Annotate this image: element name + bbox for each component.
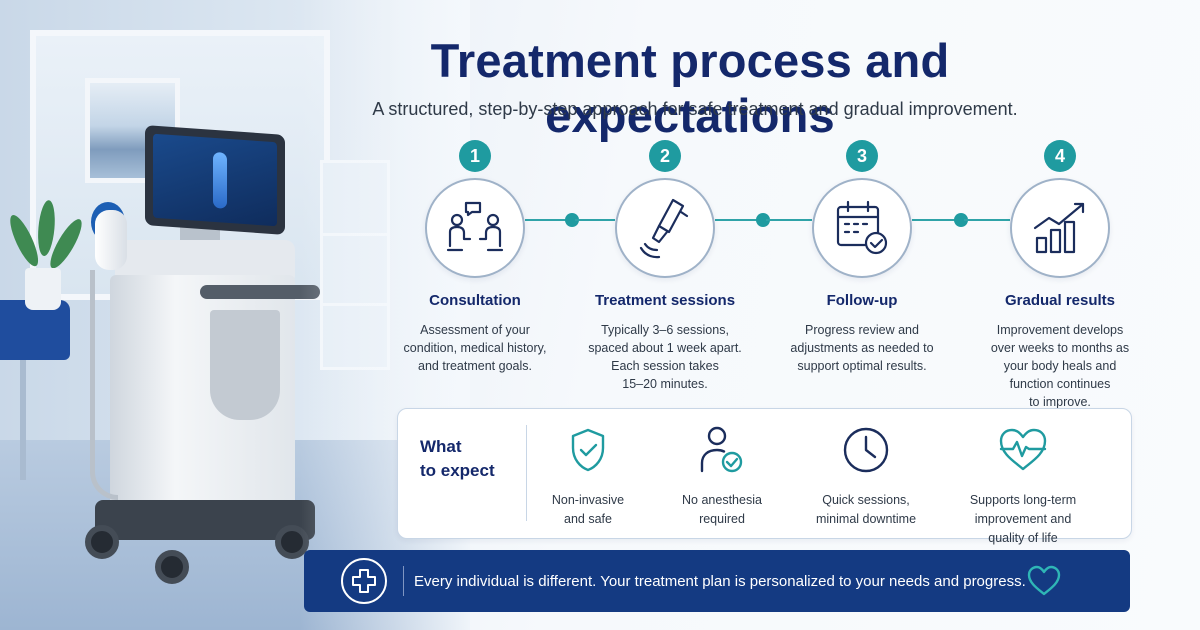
- treatment-probe: [95, 210, 127, 270]
- step-connector: [715, 219, 765, 221]
- expect-title: What to expect: [420, 437, 495, 480]
- clinic-background-image: [0, 0, 470, 630]
- device-screen: [145, 125, 285, 235]
- step-number-badge: 4: [1044, 140, 1076, 172]
- growth-chart-icon: [1010, 178, 1110, 278]
- connector-dot: [756, 213, 770, 227]
- clock-icon: [796, 423, 936, 477]
- personalized-plan-banner: Every individual is different. Your trea…: [304, 550, 1130, 612]
- divider: [526, 425, 527, 521]
- device-wheel: [85, 525, 119, 559]
- expect-label: Quick sessions, minimal downtime: [815, 493, 917, 526]
- expect-label: Supports long-term improvement and quali…: [969, 493, 1077, 545]
- expect-item: Supports long-term improvement and quali…: [953, 423, 1093, 548]
- page-title: Treatment process and expectations: [430, 34, 950, 142]
- step-title: Treatment sessions: [594, 292, 736, 309]
- step-description: Progress review and adjustments as neede…: [790, 323, 934, 373]
- step-consultation: 1 Consultation Assessment of your condit…: [385, 140, 565, 375]
- expect-label: Non-invasive and safe: [551, 493, 625, 526]
- divider: [403, 566, 404, 596]
- shield-check-icon: [518, 423, 658, 477]
- step-connector: [525, 219, 575, 221]
- calendar-check-icon: [812, 178, 912, 278]
- expect-label: No anesthesia required: [682, 493, 762, 526]
- step-title: Gradual results: [1004, 292, 1116, 309]
- step-follow-up: 3 Follow-up Progress review and adjustme…: [772, 140, 952, 375]
- banner-text: Every individual is different. Your trea…: [414, 572, 1026, 590]
- person-check-icon: [652, 423, 792, 477]
- connector-dot: [954, 213, 968, 227]
- step-connector: [912, 219, 962, 221]
- device-handle: [200, 285, 320, 299]
- shockwave-therapy-device: [85, 125, 325, 590]
- process-steps: 1 Consultation Assessment of your condit…: [400, 140, 1160, 410]
- heart-outline-icon: [1026, 565, 1062, 602]
- step-description: Assessment of your condition, medical hi…: [403, 323, 547, 373]
- page-subtitle: A structured, step-by-step approach for …: [372, 99, 1018, 119]
- step-gradual-results: 4 Gradual results Improvement develops o…: [970, 140, 1150, 411]
- step-number-badge: 1: [459, 140, 491, 172]
- step-number-badge: 2: [649, 140, 681, 172]
- expect-item: Quick sessions, minimal downtime: [796, 423, 936, 529]
- step-number-badge: 3: [846, 140, 878, 172]
- expect-item: No anesthesia required: [652, 423, 792, 529]
- device-wheel: [155, 550, 189, 584]
- treatment-bed: [0, 300, 70, 360]
- consultation-icon: [425, 178, 525, 278]
- step-title: Consultation: [429, 292, 521, 309]
- medical-cross-icon: [341, 558, 387, 604]
- step-description: Improvement develops over weeks to month…: [990, 323, 1130, 409]
- step-title: Follow-up: [826, 292, 898, 309]
- step-treatment-sessions: 2 Treatment sessions Typically 3–6 sessi…: [575, 140, 755, 393]
- body-figure-icon: [213, 151, 227, 209]
- expect-item: Non-invasive and safe: [518, 423, 658, 529]
- step-description: Typically 3–6 sessions, spaced about 1 w…: [588, 323, 742, 391]
- treatment-probe-icon: [615, 178, 715, 278]
- connector-dot: [565, 213, 579, 227]
- what-to-expect-panel: What to expect Non-invasive and safe No …: [397, 408, 1132, 545]
- probe-cable: [90, 270, 118, 500]
- heartbeat-icon: [953, 423, 1093, 477]
